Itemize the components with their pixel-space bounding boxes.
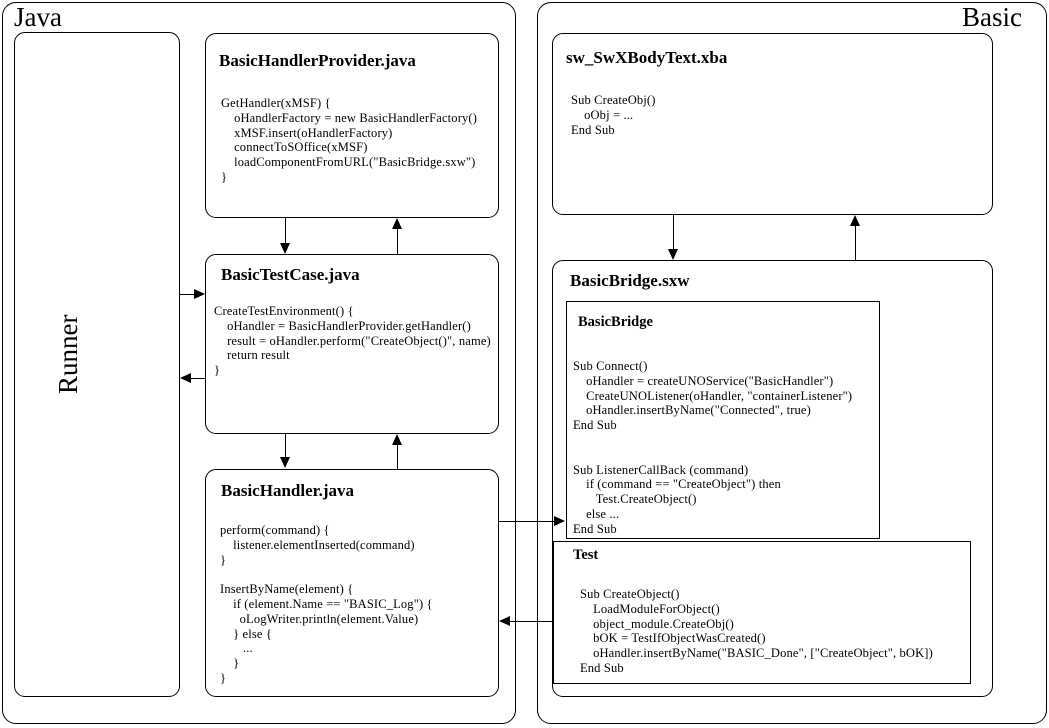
node-basic-handler-code: perform(command) { listener.elementInser… — [220, 523, 433, 685]
node-sw-swxbodytext-title: sw_SwXBodyText.xba — [566, 48, 728, 67]
node-basic-test-case — [205, 254, 499, 434]
connector-test-to-handler-line — [510, 621, 553, 622]
module-basic-bridge-code: Sub Connect() oHandler = createUNOServic… — [573, 359, 853, 536]
node-basic-handler-provider — [205, 33, 499, 218]
connector-runner-to-testcase-arrow-right-icon — [194, 288, 205, 299]
connector-bodytext-to-bridge-line — [673, 215, 674, 249]
connector-bridge-to-bodytext-arrow-up-icon — [849, 215, 860, 226]
node-basic-handler-title: BasicHandler.java — [221, 481, 355, 500]
panel-java-title: Java — [14, 2, 62, 32]
module-test-code: Sub CreateObject() LoadModuleForObject()… — [580, 587, 933, 675]
connector-provider-to-testcase-line — [285, 218, 286, 244]
connector-testcase-to-provider-line — [397, 229, 398, 254]
module-test-title: Test — [573, 547, 599, 563]
connector-testcase-to-runner-line — [191, 378, 205, 379]
runner-box — [14, 32, 180, 697]
node-basic-handler-provider-title: BasicHandlerProvider.java — [219, 51, 416, 70]
runner-label: Runner — [53, 314, 83, 394]
node-basic-test-case-title: BasicTestCase.java — [221, 265, 360, 284]
panel-basic-title: Basic — [962, 2, 1022, 32]
node-sw-swxbodytext-code: Sub CreateObj() oObj = ... End Sub — [571, 93, 656, 137]
connector-testcase-to-provider-arrow-up-icon — [391, 218, 402, 229]
panel-basic — [537, 2, 1047, 724]
connector-handler-to-testcase-line — [397, 445, 398, 469]
connector-handler-to-testcase-arrow-up-icon — [391, 434, 402, 445]
connector-handler-to-basicbridge-arrow-right-icon — [554, 515, 565, 526]
connector-handler-to-basicbridge-line — [499, 521, 555, 522]
node-basic-handler — [205, 469, 499, 697]
module-test — [553, 541, 971, 684]
node-basic-test-case-code: CreateTestEnvironment() { oHandler = Bas… — [214, 304, 491, 378]
connector-provider-to-testcase-arrow-down-icon — [279, 243, 290, 254]
module-basic-bridge-title: BasicBridge — [578, 314, 653, 330]
module-basic-bridge — [566, 301, 880, 539]
connector-bridge-to-bodytext-line — [855, 226, 856, 260]
node-basic-handler-provider-code: GetHandler(xMSF) { oHandlerFactory = new… — [221, 96, 478, 184]
panel-java — [2, 2, 516, 724]
node-basic-bridge-sxw-title: BasicBridge.sxw — [570, 271, 690, 290]
connector-runner-to-testcase-line — [180, 294, 195, 295]
connector-testcase-to-runner-arrow-left-icon — [180, 372, 191, 383]
node-sw-swxbodytext — [552, 33, 993, 215]
connector-testcase-to-handler-arrow-down-icon — [279, 457, 290, 468]
connector-bodytext-to-bridge-arrow-down-icon — [667, 249, 678, 260]
connector-testcase-to-handler-line — [285, 434, 286, 458]
connector-test-to-handler-arrow-left-icon — [499, 615, 510, 626]
